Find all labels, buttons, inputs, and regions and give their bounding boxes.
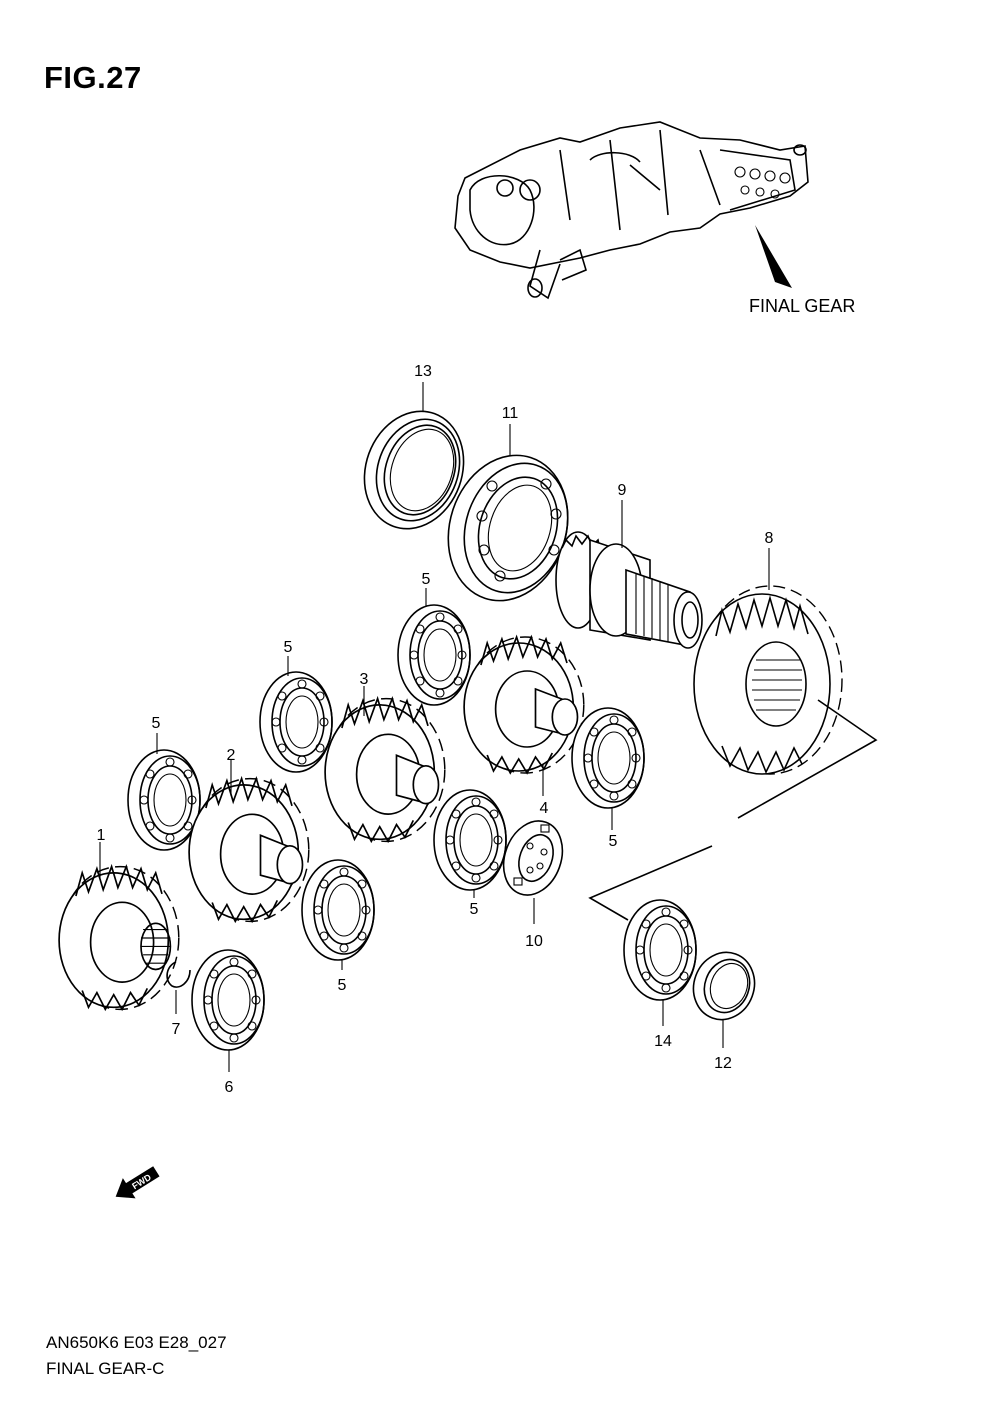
plate-10 <box>502 820 564 896</box>
callout-1: 1 <box>97 827 106 844</box>
callout-5d: 5 <box>609 833 618 850</box>
pointer-arrow <box>755 225 792 288</box>
bearing-5-bottom <box>301 859 375 961</box>
callout-14: 14 <box>654 1033 672 1050</box>
bearing-11 <box>447 454 569 602</box>
diagram-name: FINAL GEAR-C <box>46 1359 165 1378</box>
callout-12: 12 <box>714 1055 732 1072</box>
callout-5b: 5 <box>284 639 293 656</box>
gear-2 <box>188 777 310 923</box>
callout-3: 3 <box>360 671 369 688</box>
callout-11: 11 <box>502 405 519 422</box>
gear-1 <box>58 865 180 1011</box>
gear-3 <box>324 697 446 843</box>
oil-seal-12 <box>692 951 756 1021</box>
final-gear-housing <box>454 121 809 300</box>
bearing-5-right <box>571 707 645 809</box>
bearing-5-upper <box>397 604 471 706</box>
diagram-code: AN650K6 E03 E28_027 <box>46 1333 227 1352</box>
connector-upper <box>737 699 878 819</box>
callout-5f: 5 <box>338 977 347 994</box>
bearing-14 <box>623 899 697 1001</box>
bearing-5-mid <box>259 671 333 773</box>
callout-5c: 5 <box>152 715 161 732</box>
callout-2: 2 <box>227 747 236 764</box>
callout-9: 9 <box>618 482 627 499</box>
shaft-9 <box>555 531 703 649</box>
callout-5a: 5 <box>422 571 431 588</box>
callout-13: 13 <box>414 363 432 380</box>
callout-10: 10 <box>525 933 543 950</box>
connector-lower <box>588 845 713 921</box>
callout-5e: 5 <box>470 901 479 918</box>
bearing-5-left <box>127 749 201 851</box>
callout-7: 7 <box>172 1021 181 1038</box>
gear-4 <box>463 636 585 774</box>
assembly-label: FINAL GEAR <box>749 296 855 316</box>
oil-seal-13 <box>363 410 465 530</box>
callout-6: 6 <box>225 1079 234 1096</box>
figure-title: FIG.27 <box>44 60 142 95</box>
bearing-6 <box>191 949 265 1051</box>
callout-4: 4 <box>540 800 549 817</box>
fwd-arrow-icon: FWD <box>115 1166 160 1199</box>
gear-8 <box>693 585 843 775</box>
bearing-5-center <box>433 789 507 891</box>
callout-8: 8 <box>765 530 774 547</box>
circlip-7 <box>166 961 191 988</box>
